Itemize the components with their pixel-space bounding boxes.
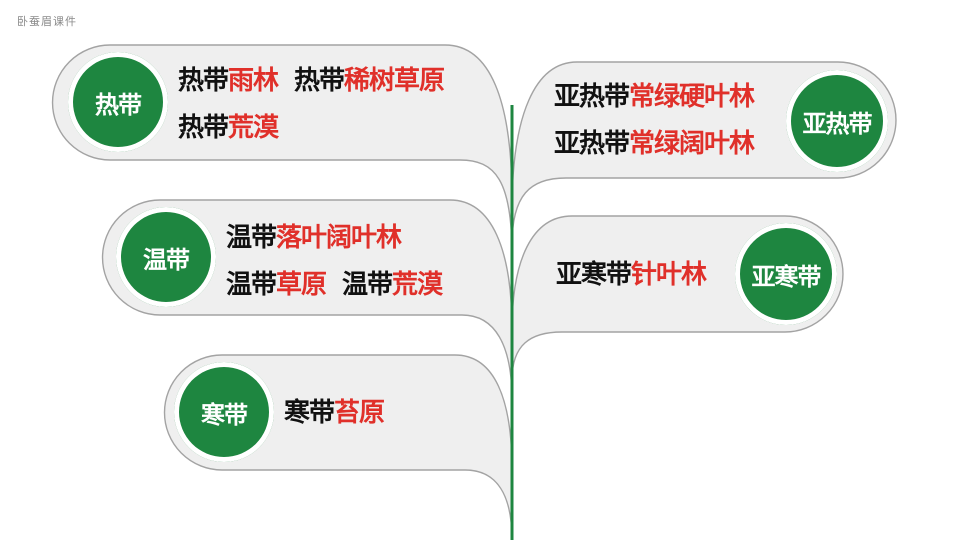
vegetation-type: 草原 [276,270,327,300]
text-line-temperate-1: 温带落叶阔叶林 [226,221,402,255]
zone-label: 寒带 [284,398,335,428]
zone-label: 热带 [178,113,229,143]
text-line-tropical-2: 热带荒漠 [178,111,279,145]
zone-label: 亚热带 [554,82,630,112]
zone-label: 温带 [226,223,277,253]
vegetation-type: 常绿硬叶林 [629,82,755,112]
badge-subarctic: 亚寒带 [735,223,837,325]
zone-label: 温带 [226,270,277,300]
vegetation-type: 落叶阔叶林 [276,223,402,253]
zone-label: 温带 [342,270,393,300]
text-line-frigid-1: 寒带苔原 [284,396,385,430]
zone-label: 亚寒带 [556,260,632,290]
vegetation-type: 荒漠 [228,113,279,143]
badge-frigid: 寒带 [174,362,274,462]
watermark-text: 卧蚕眉课件 [17,15,77,28]
vegetation-type: 针叶林 [631,260,707,290]
vegetation-type: 荒漠 [392,270,443,300]
badge-temperate: 温带 [116,207,216,307]
vegetation-type: 雨林 [228,66,279,96]
text-line-temperate-2: 温带草原温带荒漠 [226,268,443,302]
badge-tropical: 热带 [68,52,168,152]
zone-label: 亚热带 [554,129,630,159]
text-line-subtropical-2: 亚热带常绿阔叶林 [554,127,755,161]
vegetation-type: 常绿阔叶林 [629,129,755,159]
vegetation-type: 稀树草原 [344,66,445,96]
zone-label: 热带 [294,66,345,96]
badge-subtropical: 亚热带 [786,70,888,172]
text-line-subarctic-1: 亚寒带针叶林 [556,258,707,292]
vegetation-type: 苔原 [334,398,385,428]
text-line-tropical-1: 热带雨林热带稀树草原 [178,64,445,98]
text-line-subtropical-1: 亚热带常绿硬叶林 [554,80,755,114]
zone-label: 热带 [178,66,229,96]
